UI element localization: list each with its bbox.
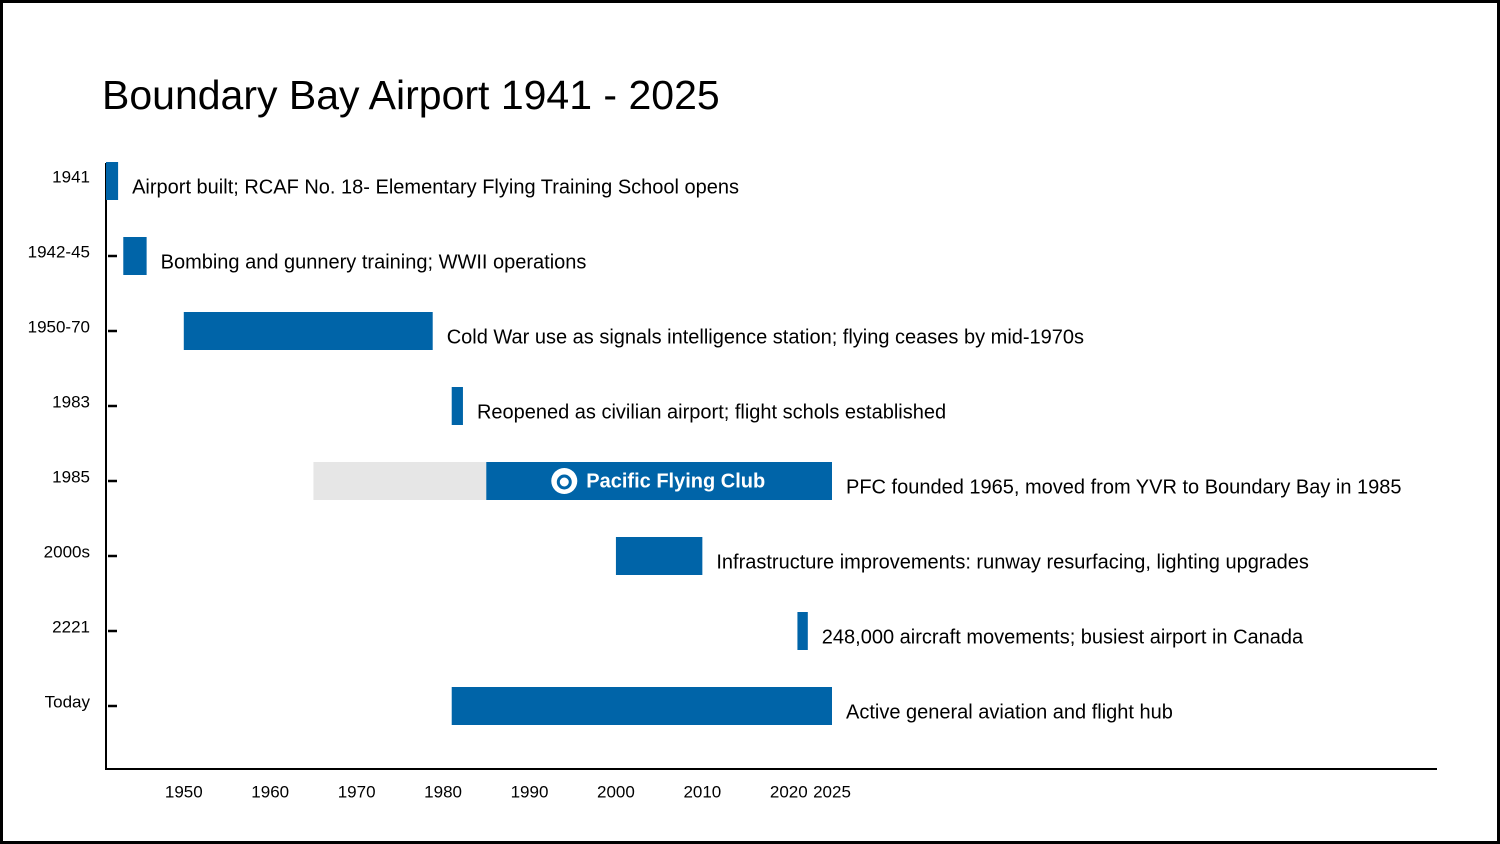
category-label-4: 1985 — [52, 467, 90, 486]
bar-label-1: Bombing and gunnery training; WWII opera… — [161, 251, 587, 273]
category-label-3: 1983 — [52, 392, 90, 411]
x-tick-label-3: 1980 — [424, 782, 462, 801]
bar-label-2: Cold War use as signals intelligence sta… — [447, 326, 1084, 348]
bar-label-3: Reopened as civilian airport; flight sch… — [477, 401, 946, 423]
chart-marks: 1941 Airport built; RCAF No. 18- Elementa… — [28, 162, 1402, 801]
x-tick-label-8: 2025 — [813, 782, 851, 801]
x-tick-label-7: 2020 — [770, 782, 808, 801]
category-label-6: 2221 — [52, 617, 90, 636]
bar-7 — [451, 687, 832, 725]
bar-1 — [123, 237, 147, 275]
bar-label-0: Airport built; RCAF No. 18- Elementary F… — [132, 176, 739, 198]
bar-label-6: 248,000 aircraft movements; busiest airp… — [822, 626, 1304, 648]
category-label-1: 1942-45 — [28, 242, 90, 261]
bar-5 — [615, 537, 703, 575]
x-tick-label-6: 2010 — [683, 782, 721, 801]
logo-icon-ring — [556, 474, 572, 490]
bar-3 — [451, 387, 463, 425]
bar-label-7: Active general aviation and flight hub — [846, 701, 1173, 723]
bar-label-5: Infrastructure improvements: runway resu… — [716, 551, 1309, 573]
category-label-2: 1950-70 — [28, 317, 90, 336]
bar-0 — [106, 162, 119, 200]
bar-4 — [486, 462, 832, 500]
x-tick-label-1: 1960 — [251, 782, 289, 801]
category-label-0: 1941 — [52, 167, 90, 186]
x-tick-label-4: 1990 — [511, 782, 549, 801]
bar-label-4: PFC founded 1965, moved from YVR to Boun… — [846, 476, 1402, 498]
bar-2 — [183, 312, 433, 350]
logo-text: Pacific Flying Club — [586, 470, 765, 492]
timeline-chart: 1941 Airport built; RCAF No. 18- Elementa… — [28, 162, 1437, 801]
logo-icon — [551, 468, 578, 494]
bar-6 — [797, 612, 808, 650]
x-tick-label-2: 1970 — [338, 782, 376, 801]
category-label-7: Today — [45, 692, 91, 711]
x-tick-label-0: 1950 — [165, 782, 203, 801]
category-label-5: 2000s — [44, 542, 90, 561]
chart-title: Boundary Bay Airport 1941 - 2025 — [102, 72, 720, 118]
x-tick-label-5: 2000 — [597, 782, 635, 801]
founding-period-bar — [313, 462, 487, 500]
